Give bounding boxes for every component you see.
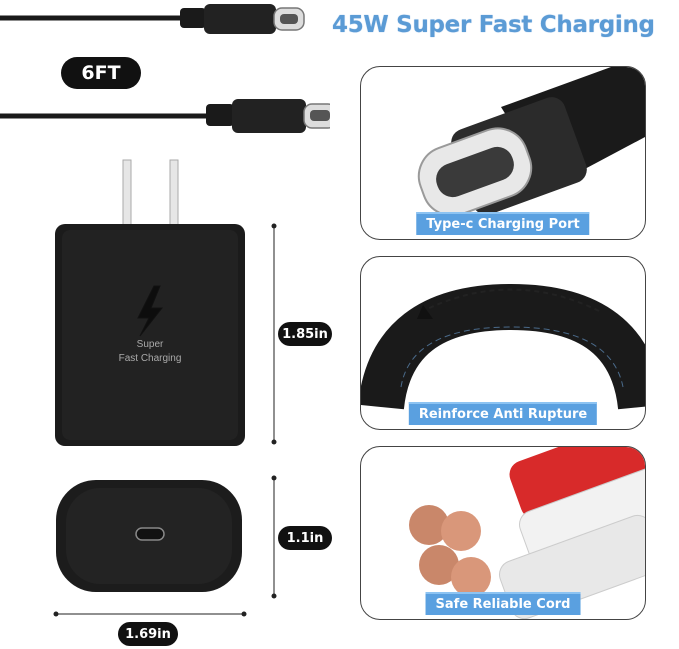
bent-cable-image <box>361 283 645 411</box>
usb-c-cable-image <box>0 4 330 133</box>
height-dimension-badge: 1.85in <box>278 322 332 346</box>
charger-front-image <box>55 159 245 446</box>
dimension-lines <box>53 223 277 617</box>
feature-panel-cord: Safe Reliable Cord <box>360 446 646 620</box>
charger-label-line2: Fast Charging <box>118 353 182 364</box>
cable-length-badge: 6FT <box>61 57 141 89</box>
headline: 45W Super Fast Charging <box>332 12 655 38</box>
depth-dimension-badge: 1.1in <box>278 526 332 550</box>
type-c-caption: Type-c Charging Port <box>416 212 590 235</box>
width-dimension-badge: 1.69in <box>118 622 178 646</box>
type-c-connector-image <box>417 67 645 217</box>
feature-panel-type-c: Type-c Charging Port <box>360 66 646 240</box>
reinforce-caption: Reinforce Anti Rupture <box>408 402 598 425</box>
charger-side-image <box>56 480 242 592</box>
cord-caption: Safe Reliable Cord <box>425 592 581 615</box>
feature-panel-reinforce: Reinforce Anti Rupture <box>360 256 646 430</box>
charger-label-line1: Super <box>136 339 164 350</box>
